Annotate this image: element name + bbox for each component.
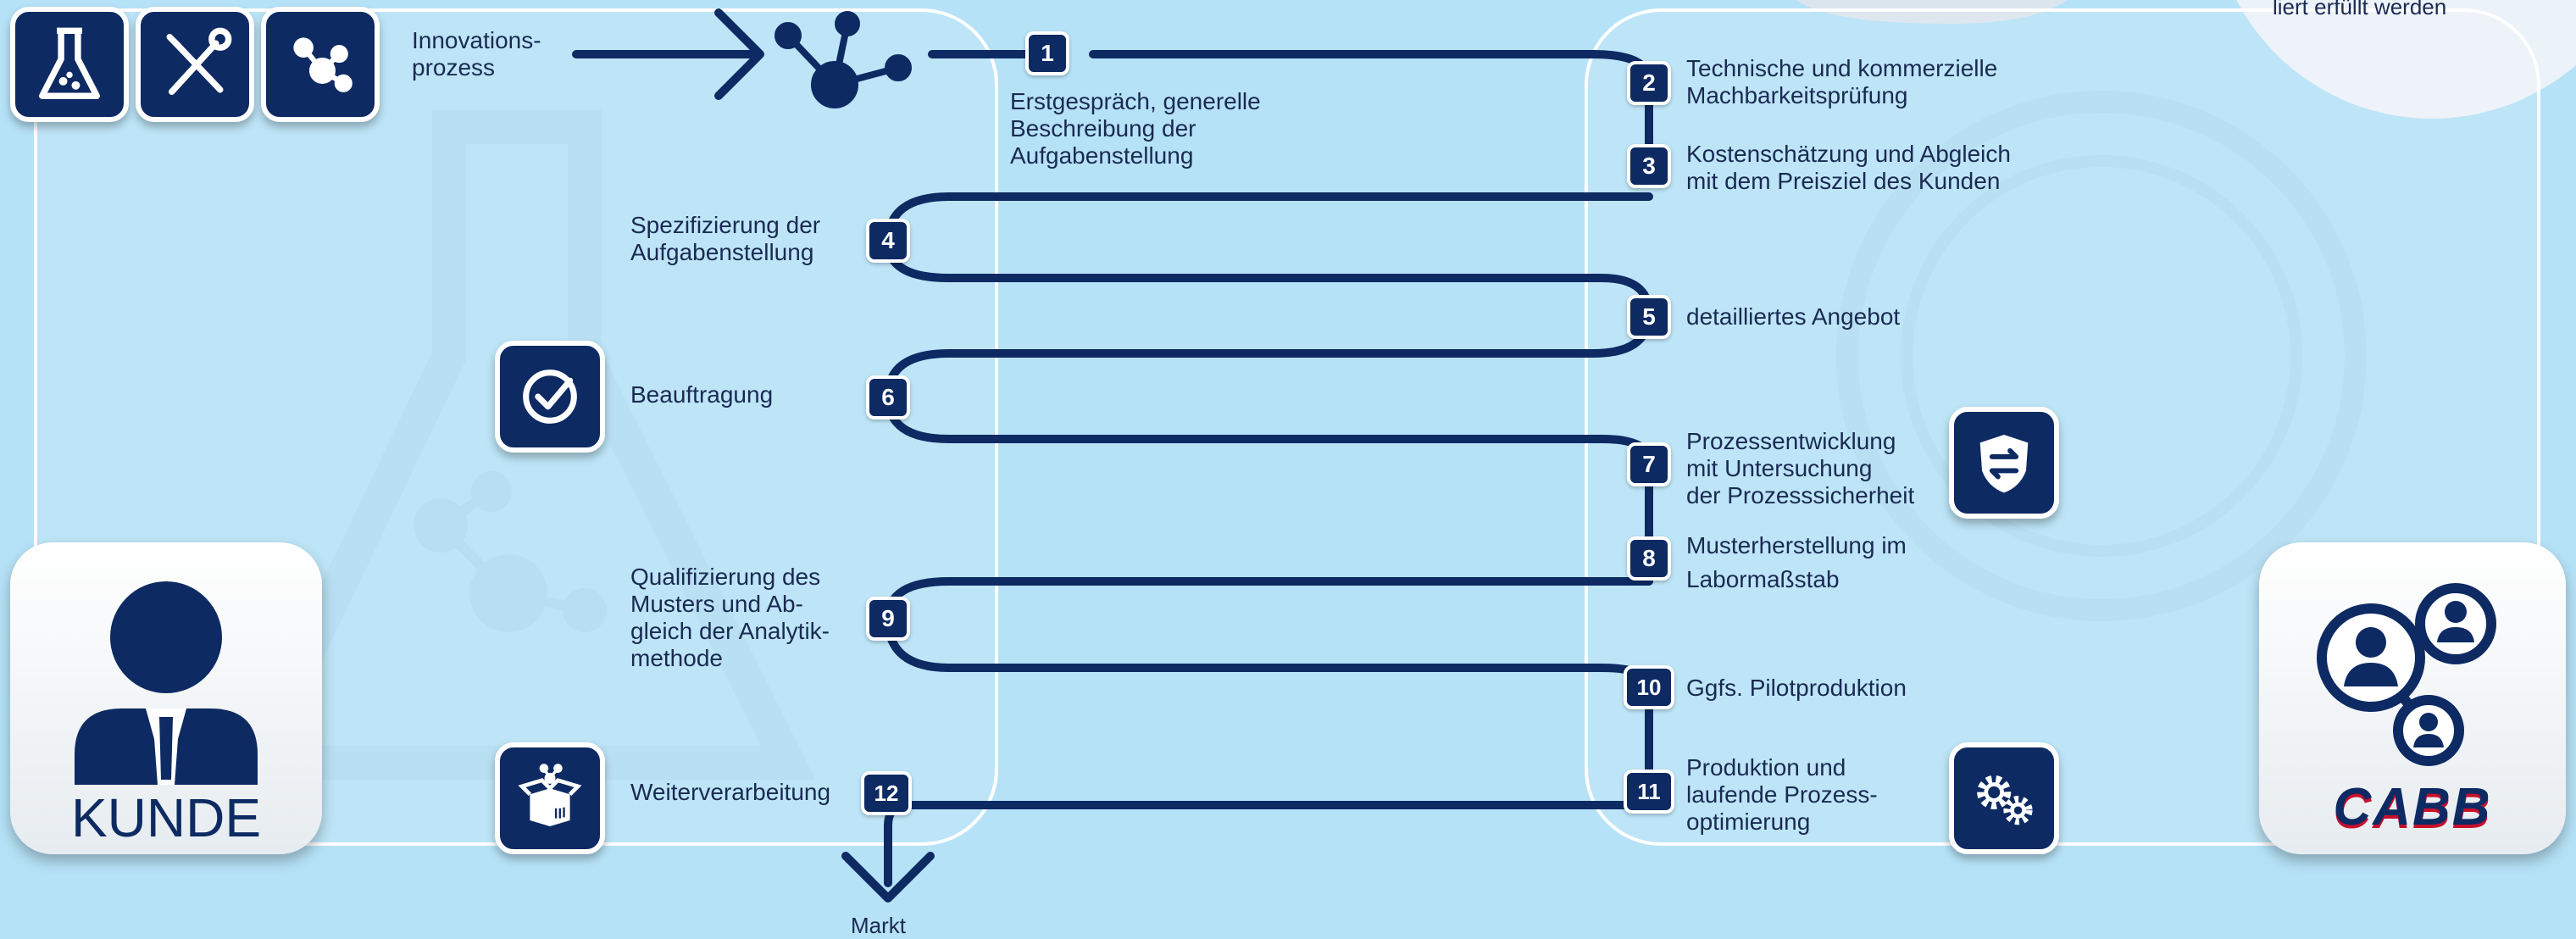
process-safety-tile xyxy=(1949,407,2059,519)
step-7-text: Prozessentwicklung mit Untersuchung der … xyxy=(1686,428,1915,508)
box-icon xyxy=(518,764,582,827)
step-6-text: Beauftragung xyxy=(630,381,774,408)
checkmark-icon xyxy=(523,369,577,424)
step-1-text: Erstgespräch, generelle Beschreibung der… xyxy=(1010,88,1261,169)
step-1-badge: 1 xyxy=(1025,31,1069,75)
process-label: Innovations- prozess xyxy=(412,27,541,81)
step-8-badge: 8 xyxy=(1627,536,1671,581)
flask-icon xyxy=(39,27,100,99)
step-9-badge: 9 xyxy=(866,597,910,641)
customer-avatar-icon xyxy=(75,581,258,785)
step-9-text: Qualifizierung des Musters und Ab- gleic… xyxy=(630,564,830,671)
step-12-text: Weiterverarbeitung xyxy=(630,779,831,805)
flask-tile xyxy=(10,7,129,122)
step-10-badge: 10 xyxy=(1624,665,1674,709)
molecule-tile xyxy=(261,7,380,122)
step-5-text: detailliertes Angebot xyxy=(1686,303,1901,330)
step-3-text: Kostenschätzung und Abgleich mit dem Pre… xyxy=(1686,141,2011,194)
processing-tile xyxy=(495,742,605,854)
partner-card: CABB xyxy=(2259,542,2566,854)
approval-tile xyxy=(495,341,605,453)
shield-exchange-icon xyxy=(1979,434,2029,493)
step-4-text: Spezifizierung der Aufgabenstellung xyxy=(630,212,821,265)
step-12-badge: 12 xyxy=(861,771,912,815)
production-tile xyxy=(1949,742,2059,854)
step-7-badge: 7 xyxy=(1627,442,1671,486)
step-5-badge: 5 xyxy=(1627,295,1671,339)
cabb-logo: CABB xyxy=(2333,778,2492,836)
step-3-badge: 3 xyxy=(1627,144,1671,188)
step-6-badge: 6 xyxy=(866,375,910,419)
network-people-icon xyxy=(2317,583,2496,766)
corner-note: liert erfüllt werden xyxy=(2273,0,2447,19)
market-label: Markt xyxy=(851,913,906,938)
molecule-icon xyxy=(293,37,353,92)
step-4-badge: 4 xyxy=(866,219,910,263)
step-11-text: Produktion und laufende Prozess- optimie… xyxy=(1686,754,1878,835)
step-2-text: Technische und kommerzielle Machbarkeits… xyxy=(1686,55,1998,108)
customer-card: KUNDE xyxy=(10,542,322,854)
tools-icon xyxy=(166,27,232,95)
customer-label: KUNDE xyxy=(70,787,262,848)
step-10-text: Ggfs. Pilotproduktion xyxy=(1686,675,1907,701)
step-11-badge: 11 xyxy=(1624,770,1674,814)
tools-tile xyxy=(136,7,254,122)
step-8-text: Musterherstellung im Labormaßstab xyxy=(1686,532,1907,592)
step-2-badge: 2 xyxy=(1627,61,1671,105)
gears-icon xyxy=(1977,775,2033,825)
